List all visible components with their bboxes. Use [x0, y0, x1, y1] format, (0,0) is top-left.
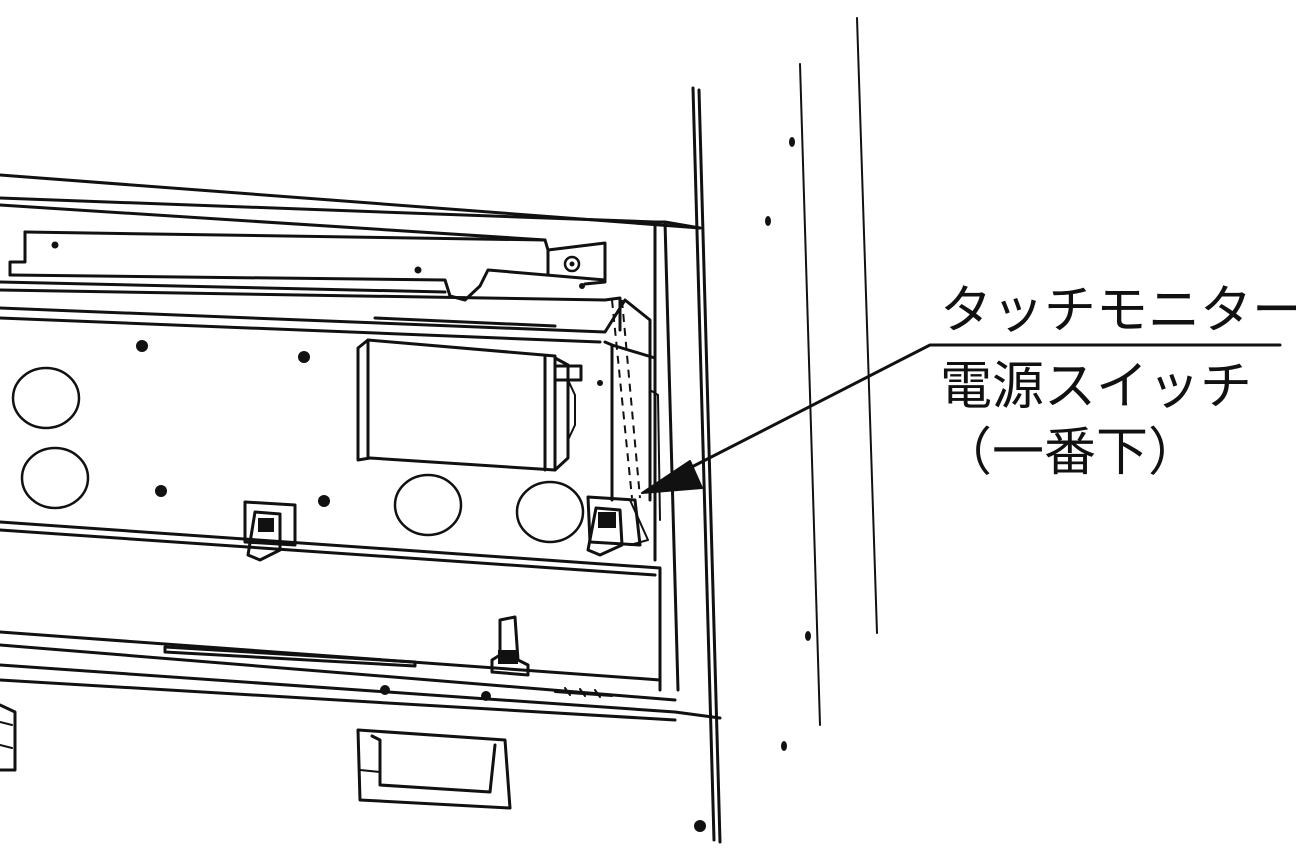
- mounting-holes: [11, 366, 585, 544]
- cabinet-frame: [0, 173, 702, 692]
- power-switch-label: 電源スイッチ: [940, 357, 1252, 417]
- monitor-back-plate: [0, 298, 662, 692]
- latch-left: [243, 500, 297, 562]
- power-switch-position-label: （一番下）: [940, 423, 1200, 483]
- latch-right: [586, 495, 649, 557]
- plate-screws: [136, 340, 603, 507]
- callout-arrow: [641, 343, 1282, 494]
- top-bracket: [0, 230, 622, 332]
- electronics-box: [356, 338, 583, 472]
- touch-monitor-label: タッチモニター: [940, 281, 1296, 341]
- lower-drawer: [0, 615, 722, 832]
